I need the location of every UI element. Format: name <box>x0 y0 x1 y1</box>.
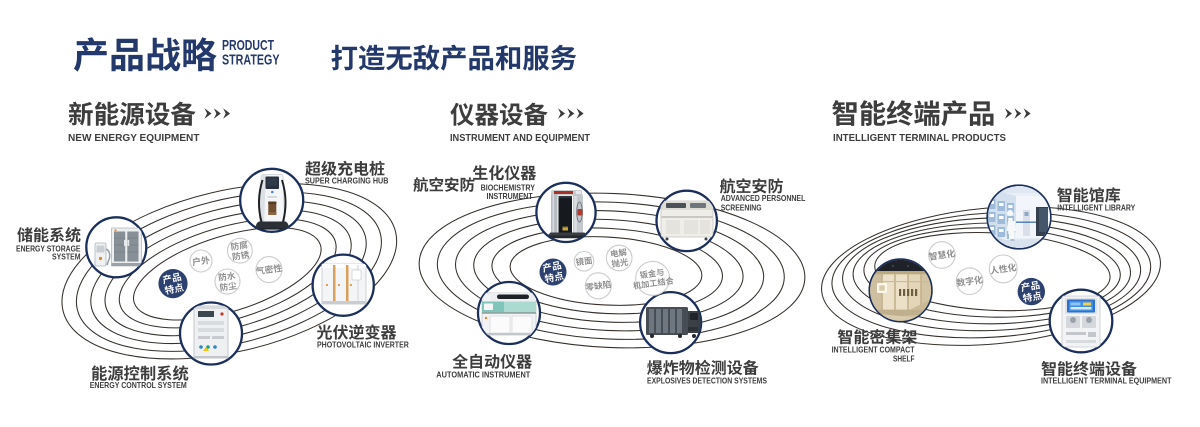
svg-text:BIOCHEMISTRY: BIOCHEMISTRY <box>481 182 536 192</box>
svg-text:ADVANCED PERSONNEL: ADVANCED PERSONNEL <box>721 193 806 203</box>
svg-text:AUTOMATIC INSTRUMENT: AUTOMATIC INSTRUMENT <box>436 369 530 379</box>
svg-text:INTELLIGENT LIBRARY: INTELLIGENT LIBRARY <box>1057 202 1135 212</box>
svg-text:ENERGY STORAGE: ENERGY STORAGE <box>16 243 81 253</box>
svg-text:PRODUCT: PRODUCT <box>222 37 274 54</box>
svg-text:SCREENING: SCREENING <box>721 202 762 212</box>
svg-text:INSTRUMENT AND EQUIPMENT: INSTRUMENT AND EQUIPMENT <box>450 133 590 144</box>
svg-text:INSTRUMENT: INSTRUMENT <box>487 191 533 201</box>
svg-text:EXPLOSIVES DETECTION SYSTEMS: EXPLOSIVES DETECTION SYSTEMS <box>647 376 767 386</box>
svg-text:SUPER CHARGING HUB: SUPER CHARGING HUB <box>305 176 388 186</box>
svg-text:PHOTOVOLTAIC INVERTER: PHOTOVOLTAIC INVERTER <box>317 340 409 350</box>
svg-text:SYSTEM: SYSTEM <box>52 251 81 261</box>
svg-text:ENERGY CONTROL SYSTEM: ENERGY CONTROL SYSTEM <box>90 380 187 390</box>
svg-text:INTELLIGENT TERMINAL EQUIPMENT: INTELLIGENT TERMINAL EQUIPMENT <box>1041 376 1172 386</box>
svg-text:INTELLIGENT TERMINAL PRODUCTS: INTELLIGENT TERMINAL PRODUCTS <box>833 133 1006 144</box>
svg-text:SHELF: SHELF <box>893 353 915 363</box>
svg-text:NEW ENERGY EQUIPMENT: NEW ENERGY EQUIPMENT <box>68 133 200 144</box>
svg-text:STRATEGY: STRATEGY <box>222 52 280 69</box>
svg-text:INTELLIGENT COMPACT: INTELLIGENT COMPACT <box>832 344 915 354</box>
